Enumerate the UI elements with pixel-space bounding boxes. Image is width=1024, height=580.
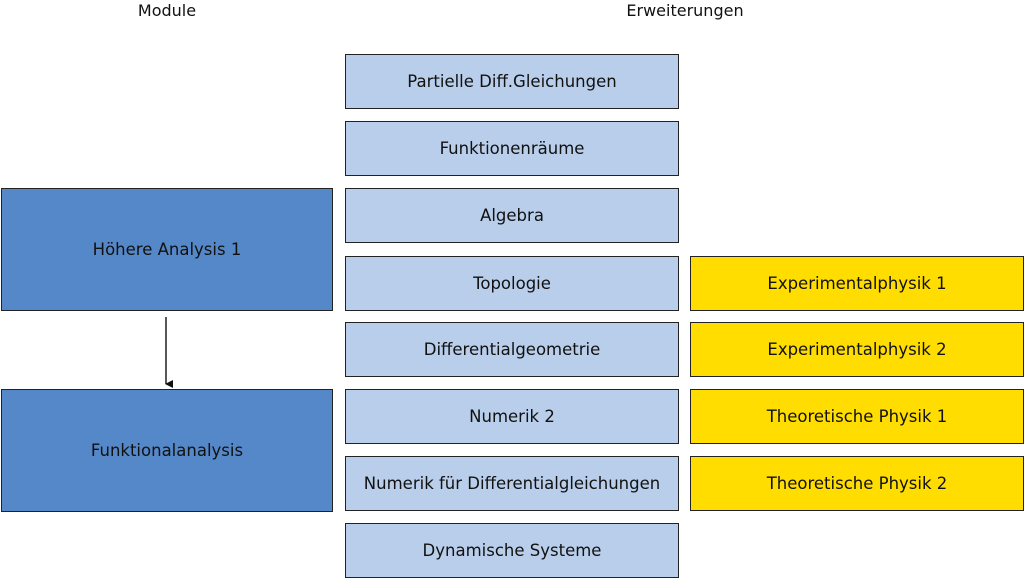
modules-header: Module (137, 1, 197, 20)
extension-box-differentialgeometrie: Differentialgeometrie (345, 322, 679, 377)
physics-box-experimentalphysik-2: Experimentalphysik 2 (690, 322, 1024, 377)
extension-label: Partielle Diff.Gleichungen (407, 72, 617, 91)
physics-label: Experimentalphysik 2 (767, 340, 947, 359)
extension-label: Topologie (473, 274, 551, 293)
extension-box-topologie: Topologie (345, 256, 679, 311)
physics-label: Theoretische Physik 2 (766, 474, 948, 493)
module-label: Funktionalanalysis (90, 441, 244, 460)
extension-box-partielle-diff-gleichungen: Partielle Diff.Gleichungen (345, 54, 679, 109)
module-box-funktionalanalysis: Funktionalanalysis (1, 389, 333, 512)
extension-box-funktionenraeume: Funktionenräume (345, 121, 679, 176)
physics-box-theoretische-physik-1: Theoretische Physik 1 (690, 389, 1024, 444)
extension-box-numerik-fuer-differentialgleichungen: Numerik für Differentialgleichungen (345, 456, 679, 511)
physics-label: Theoretische Physik 1 (766, 407, 948, 426)
module-box-hoehere-analysis-1: Höhere Analysis 1 (1, 188, 333, 311)
extension-box-numerik-2: Numerik 2 (345, 389, 679, 444)
extension-label: Numerik für Differentialgleichungen (363, 474, 661, 493)
extension-box-dynamische-systeme: Dynamische Systeme (345, 523, 679, 578)
extension-box-algebra: Algebra (345, 188, 679, 243)
physics-label: Experimentalphysik 1 (767, 274, 947, 293)
physics-box-experimentalphysik-1: Experimentalphysik 1 (690, 256, 1024, 311)
module-label: Höhere Analysis 1 (92, 240, 242, 259)
physics-box-theoretische-physik-2: Theoretische Physik 2 (690, 456, 1024, 511)
extension-label: Numerik 2 (469, 407, 555, 426)
extension-label: Funktionenräume (439, 139, 585, 158)
extensions-header: Erweiterungen (626, 1, 744, 20)
extension-label: Dynamische Systeme (422, 541, 602, 560)
extension-label: Differentialgeometrie (423, 340, 601, 359)
extension-label: Algebra (480, 206, 544, 225)
